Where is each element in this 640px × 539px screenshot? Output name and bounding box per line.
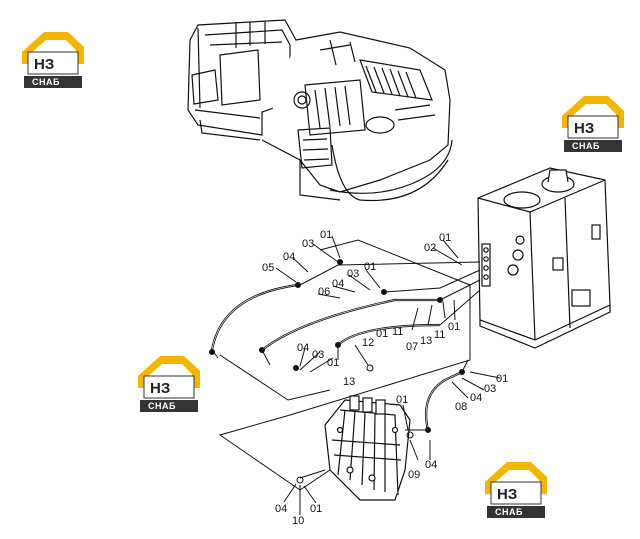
label-03: 03 bbox=[484, 383, 496, 395]
label-01: 01 bbox=[496, 373, 508, 385]
label-03: 03 bbox=[312, 349, 324, 361]
label-04: 04 bbox=[283, 251, 295, 263]
label-03: 03 bbox=[347, 268, 359, 280]
label-10: 10 bbox=[292, 515, 304, 527]
watermark-mark: НЗ bbox=[497, 486, 517, 503]
label-13: 13 bbox=[420, 335, 432, 347]
label-05: 05 bbox=[262, 262, 274, 274]
label-11: 11 bbox=[392, 326, 403, 338]
label-06: 06 bbox=[318, 286, 330, 298]
control-valve bbox=[324, 395, 411, 501]
label-04: 04 bbox=[297, 342, 309, 354]
label-04: 04 bbox=[425, 459, 437, 471]
label-11: 11 bbox=[434, 329, 445, 341]
label-01: 01 bbox=[448, 321, 460, 333]
label-01: 01 bbox=[327, 357, 339, 369]
watermark-mark: НЗ bbox=[34, 56, 54, 73]
part-labels: 01 03 04 05 02 01 01 03 04 06 04 03 01 1… bbox=[262, 229, 508, 527]
label-01: 01 bbox=[364, 261, 376, 273]
watermark-logo: НЗ СНАБ bbox=[22, 32, 84, 88]
watermark-word: СНАБ bbox=[495, 507, 523, 517]
label-01: 01 bbox=[439, 232, 451, 244]
label-04: 04 bbox=[332, 278, 344, 290]
label-07: 07 bbox=[406, 341, 418, 353]
label-12: 12 bbox=[362, 337, 374, 349]
excavator-upper-body bbox=[187, 19, 453, 202]
watermark-logo: НЗ СНАБ bbox=[138, 356, 200, 412]
watermark-mark: НЗ bbox=[574, 120, 594, 137]
label-03: 03 bbox=[302, 238, 314, 250]
watermark-logo: НЗ СНАБ bbox=[485, 462, 547, 518]
label-13: 13 bbox=[343, 376, 355, 388]
label-08: 08 bbox=[455, 401, 467, 413]
watermark-mark: НЗ bbox=[150, 380, 170, 397]
label-02: 02 bbox=[424, 242, 436, 254]
watermark-word: СНАБ bbox=[148, 401, 176, 411]
watermark-word: СНАБ bbox=[32, 77, 60, 87]
watermark-logo: НЗ СНАБ bbox=[562, 96, 624, 152]
label-09: 09 bbox=[408, 469, 420, 481]
watermark-word: СНАБ bbox=[572, 141, 600, 151]
label-01: 01 bbox=[310, 503, 322, 515]
label-04: 04 bbox=[470, 392, 482, 404]
label-01: 01 bbox=[396, 394, 408, 406]
label-01: 01 bbox=[376, 328, 388, 340]
label-04: 04 bbox=[275, 503, 287, 515]
hydraulic-tank bbox=[477, 167, 611, 349]
hose-lines bbox=[209, 235, 501, 515]
label-01: 01 bbox=[320, 229, 332, 241]
